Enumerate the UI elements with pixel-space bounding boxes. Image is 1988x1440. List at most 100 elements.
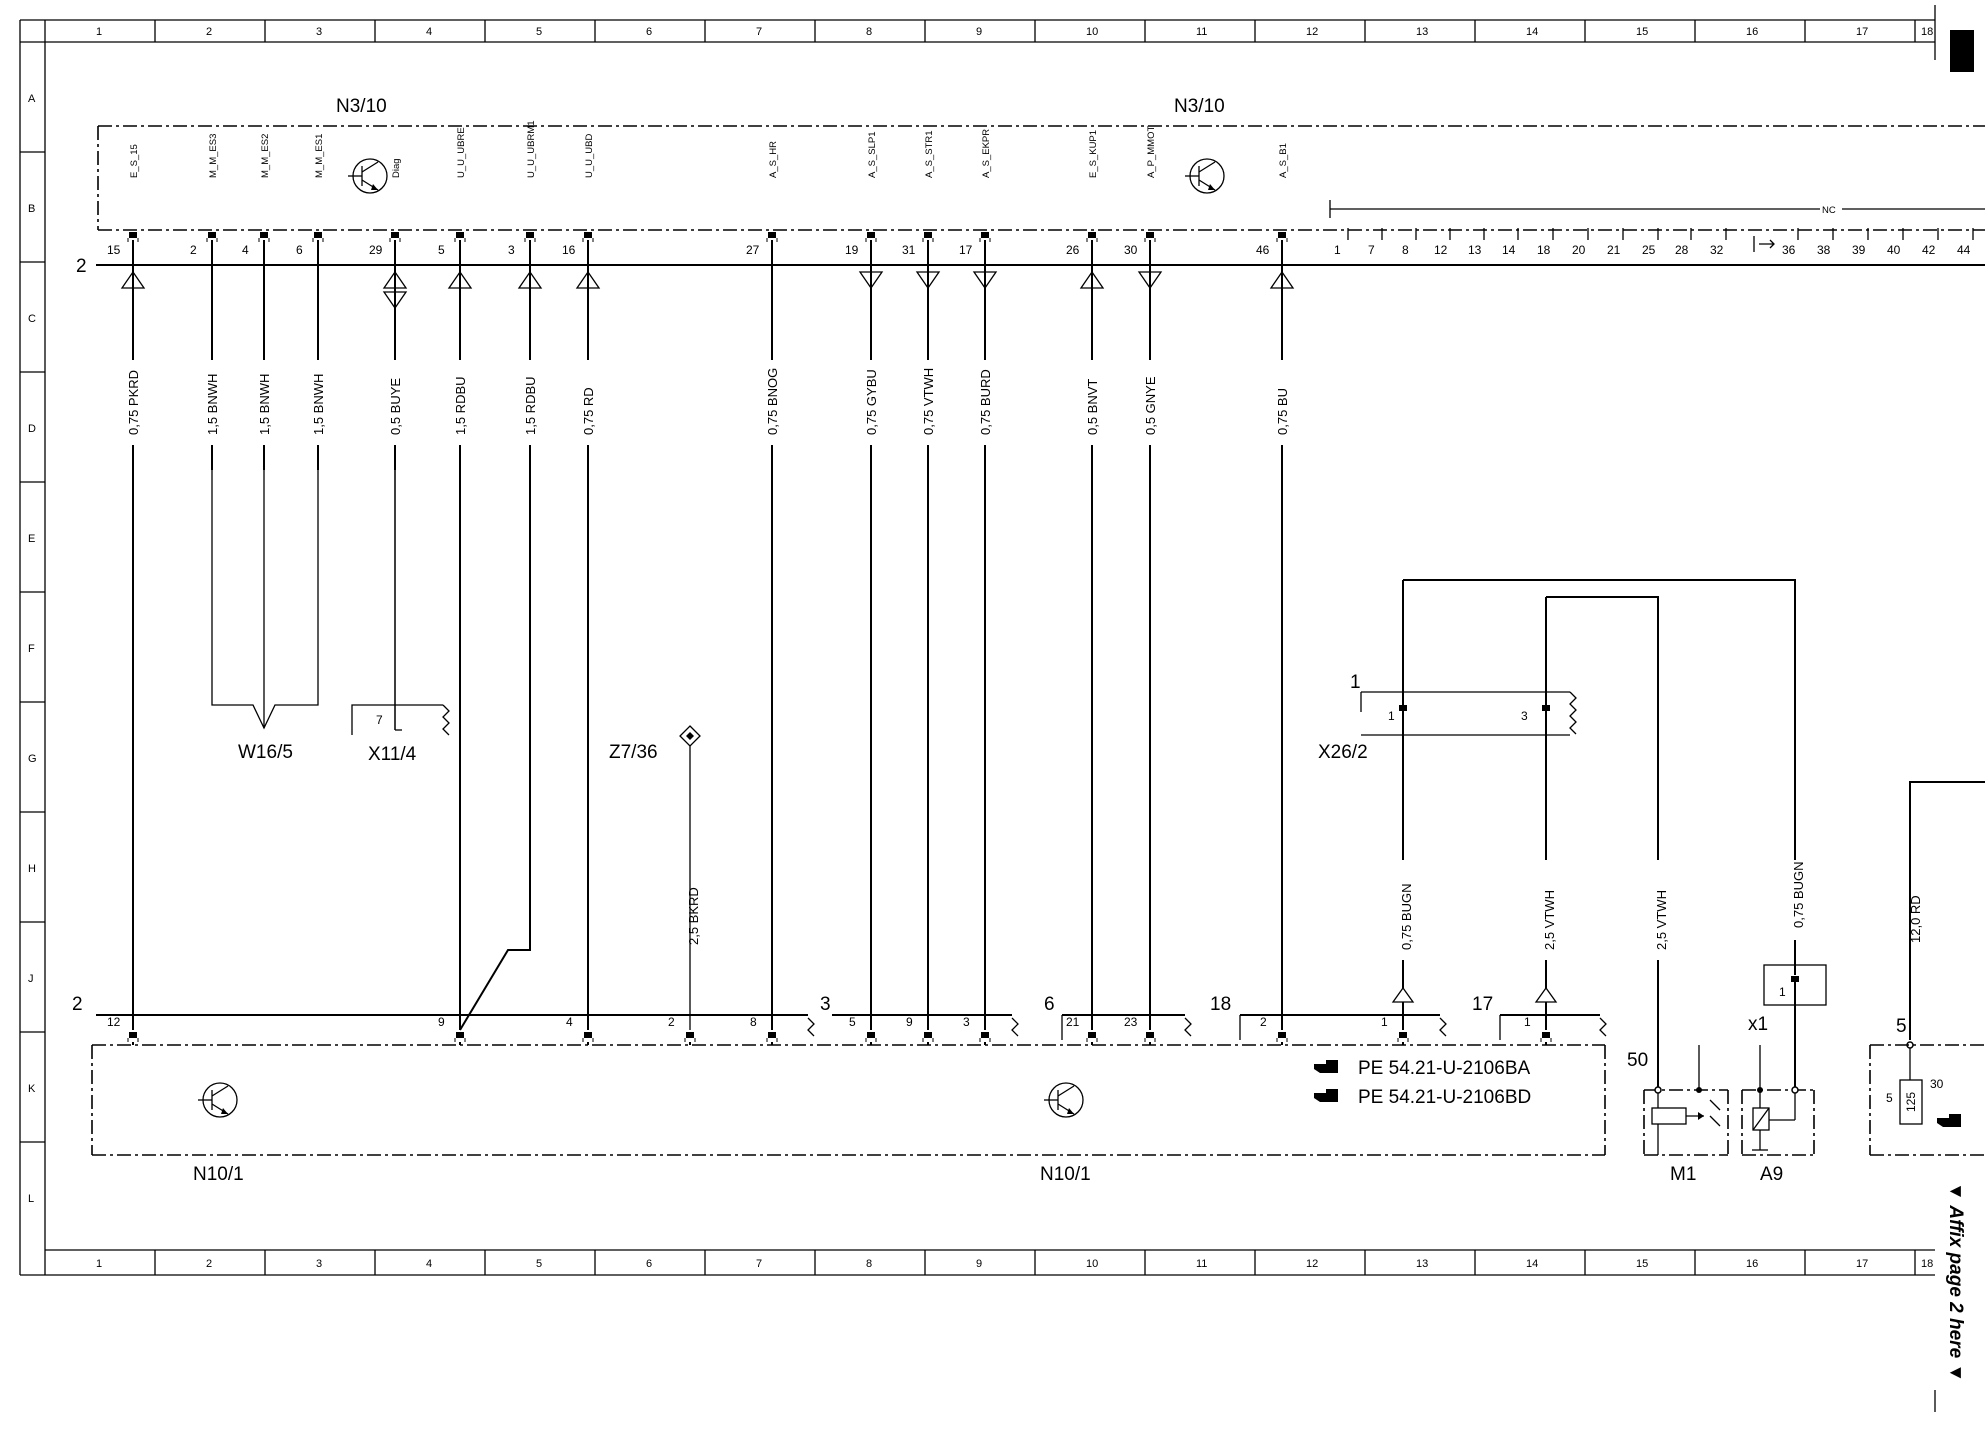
pin-number: 2 xyxy=(1260,1015,1267,1029)
drawing-frame xyxy=(19,5,1974,1412)
splice-w16-5: W16/5 xyxy=(211,465,319,763)
pin-contact xyxy=(456,1032,464,1038)
pin-contact xyxy=(981,1032,989,1038)
group-label: 50 xyxy=(1627,1050,1648,1071)
pin-contact xyxy=(924,1032,932,1038)
pin-contact xyxy=(686,1032,694,1038)
signal-label: U_U_UBD xyxy=(584,134,595,178)
pin-contact xyxy=(1088,232,1096,238)
pin-contact xyxy=(867,232,875,238)
connector-x26-2: 1 1 3 X26/2 xyxy=(1318,579,1796,860)
column-label: 12 xyxy=(1306,26,1318,38)
pin-number: 2 xyxy=(668,1015,675,1029)
nc-pin-number: 25 xyxy=(1642,243,1656,257)
pin-contact xyxy=(314,232,322,238)
wire-label: 2,5 VTWH xyxy=(1654,890,1669,950)
pin-number: 19 xyxy=(845,243,859,257)
wire-label: 0,75 BURD xyxy=(978,369,993,435)
connector-2-top: 2 xyxy=(76,256,1985,277)
wire-label: 1,5 BNWH xyxy=(257,374,272,435)
row-label: C xyxy=(28,313,36,325)
pin-contact xyxy=(924,232,932,238)
pin-number: 5 xyxy=(849,1015,856,1029)
wire-label: 0,75 BUGN xyxy=(1791,862,1806,928)
pe-reference: PE 54.21-U-2106BA xyxy=(1358,1058,1530,1079)
pin-number: 12 xyxy=(107,1015,121,1029)
column-label: 17 xyxy=(1856,26,1868,38)
connector-label: X11/4 xyxy=(368,744,417,765)
wire-label: 1,5 BNWH xyxy=(205,374,220,435)
column-label: 11 xyxy=(1196,26,1207,38)
nc-pin-number: 21 xyxy=(1607,243,1621,257)
transistor-icon xyxy=(348,158,388,194)
wire-label: 0,75 BNOG xyxy=(765,368,780,435)
connector-label: 2 xyxy=(76,256,87,277)
component-a9: 1 x1 A9 xyxy=(1741,964,1827,1185)
wire-diagonal xyxy=(459,470,531,1031)
column-label: 14 xyxy=(1526,1258,1538,1270)
pe-reference: PE 54.21-U-2106BD xyxy=(1358,1087,1531,1108)
pin-contact xyxy=(584,1032,592,1038)
component-label: A9 xyxy=(1760,1164,1783,1185)
pin-contact xyxy=(1146,1032,1154,1038)
pin-contact xyxy=(526,232,534,238)
signal-label: U_U_UBRM1 xyxy=(526,120,537,178)
signal-label: M_M_ES3 xyxy=(208,134,219,178)
nc-pin-number: 44 xyxy=(1957,243,1971,257)
pin-number: 15 xyxy=(107,243,121,257)
signal-label: M_M_ES1 xyxy=(314,134,325,178)
column-label: 6 xyxy=(646,1258,652,1270)
component-m1: 50 M1 xyxy=(1627,1045,1729,1185)
column-label: 3 xyxy=(316,26,322,38)
bottom-pin: 5 xyxy=(849,1015,877,1045)
connector-2-bottom: 2 3 6 18 17 xyxy=(72,986,1607,1040)
row-label: D xyxy=(28,423,36,435)
pin-e-s-kup1: E_S_KUP1 26 0,5 BNVT xyxy=(1066,130,1105,470)
splice-label: W16/5 xyxy=(238,742,293,763)
connector-label: X26/2 xyxy=(1318,742,1368,763)
bottom-pin: 2 xyxy=(1260,1015,1288,1045)
nc-pin-number: 1 xyxy=(1334,243,1341,257)
nc-pin-number: 38 xyxy=(1817,243,1831,257)
pin-number: 29 xyxy=(369,243,383,257)
signal-label: E_S_15 xyxy=(129,144,140,178)
row-label: F xyxy=(28,643,35,655)
pin-number: 30 xyxy=(1124,243,1138,257)
ground-label: Z7/36 xyxy=(609,742,658,763)
connector-x11-4: 7 X11/4 xyxy=(351,465,450,765)
pin-number: 5 xyxy=(438,243,445,257)
pin-number: 26 xyxy=(1066,243,1080,257)
signal-label: Diag xyxy=(391,158,402,178)
component-label-n3-10-left: N3/10 xyxy=(336,96,387,117)
pin-contact xyxy=(129,1032,137,1038)
signal-label: A_S_STR1 xyxy=(924,130,935,178)
nc-pin-number: 28 xyxy=(1675,243,1689,257)
column-label: 13 xyxy=(1416,26,1428,38)
wire-label: 0,5 BNVT xyxy=(1085,379,1100,435)
pin-contact xyxy=(208,232,216,238)
control-unit-n10-1: N10/1 N10/1 PE 54.21-U-2106BA PE 54.21-U… xyxy=(91,1044,1606,1185)
signal-label: A_S_SLP1 xyxy=(867,132,878,178)
signal-label: E_S_KUP1 xyxy=(1088,130,1099,178)
bottom-pin: 21 xyxy=(1066,1015,1098,1045)
nc-pin-number: 42 xyxy=(1922,243,1936,257)
nc-pin-number: 40 xyxy=(1887,243,1901,257)
row-label: G xyxy=(28,753,37,765)
column-label: 11 xyxy=(1196,1258,1207,1270)
x11-pin: 7 xyxy=(376,713,383,727)
transistor-icon xyxy=(198,1082,238,1118)
wire-label: 0,5 GNYE xyxy=(1143,376,1158,435)
pin-contact xyxy=(1399,1032,1407,1038)
wire-label: 12,0 RD xyxy=(1908,895,1923,943)
control-unit-n3-10: N3/10 N3/10 xyxy=(97,96,1985,231)
component-label-n10-1-left: N10/1 xyxy=(193,1164,244,1185)
transistor-icon xyxy=(1044,1082,1084,1118)
pin-number: 8 xyxy=(750,1015,757,1029)
